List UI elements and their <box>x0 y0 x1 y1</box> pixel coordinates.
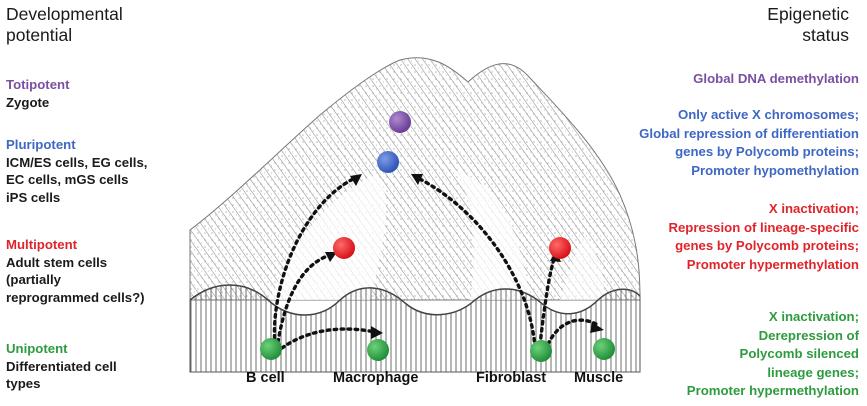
multipotent-cell-right <box>549 237 571 259</box>
epigenetic-line: Global repression of differentiation <box>639 125 859 144</box>
epigenetic-line: X inactivation; <box>687 308 859 327</box>
fibroblast-cell <box>530 340 552 362</box>
epigenetic-line: X inactivation; <box>668 200 859 219</box>
epigenetic-status-multipotent: X inactivation; Repression of lineage-sp… <box>668 200 859 274</box>
epigenetic-line: genes by Polycomb proteins; <box>639 143 859 162</box>
epigenetic-line: genes by Polycomb proteins; <box>668 237 859 256</box>
pluripotent-cell <box>377 151 399 173</box>
zygote-cell <box>389 111 411 133</box>
b-cell <box>260 338 282 360</box>
epigenetic-status-pluripotent: Only active X chromosomes; Global repres… <box>639 106 859 180</box>
macrophage-cell <box>367 339 389 361</box>
cell-label-b-cell: B cell <box>246 370 285 386</box>
epigenetic-status-unipotent: X inactivation; Derepression of Polycomb… <box>687 308 859 401</box>
muscle-cell <box>593 338 615 360</box>
epigenetic-line: Promoter hypermethylation <box>687 382 859 401</box>
multipotent-cell-left <box>333 237 355 259</box>
epigenetic-line: lineage genes; <box>687 364 859 383</box>
epigenetic-line: Global DNA demethylation <box>693 70 859 89</box>
cell-label-macrophage: Macrophage <box>333 370 418 386</box>
epigenetic-line: Derepression of <box>687 327 859 346</box>
epigenetic-line: Polycomb silenced <box>687 345 859 364</box>
epigenetic-status-totipotent: Global DNA demethylation <box>693 70 859 89</box>
epigenetic-line: Promoter hypomethylation <box>639 162 859 181</box>
cell-label-muscle: Muscle <box>574 370 623 386</box>
epigenetic-line: Repression of lineage-specific <box>668 219 859 238</box>
epigenetic-line: Promoter hypermethylation <box>668 256 859 275</box>
cell-label-fibroblast: Fibroblast <box>476 370 546 386</box>
epigenetic-line: Only active X chromosomes; <box>639 106 859 125</box>
